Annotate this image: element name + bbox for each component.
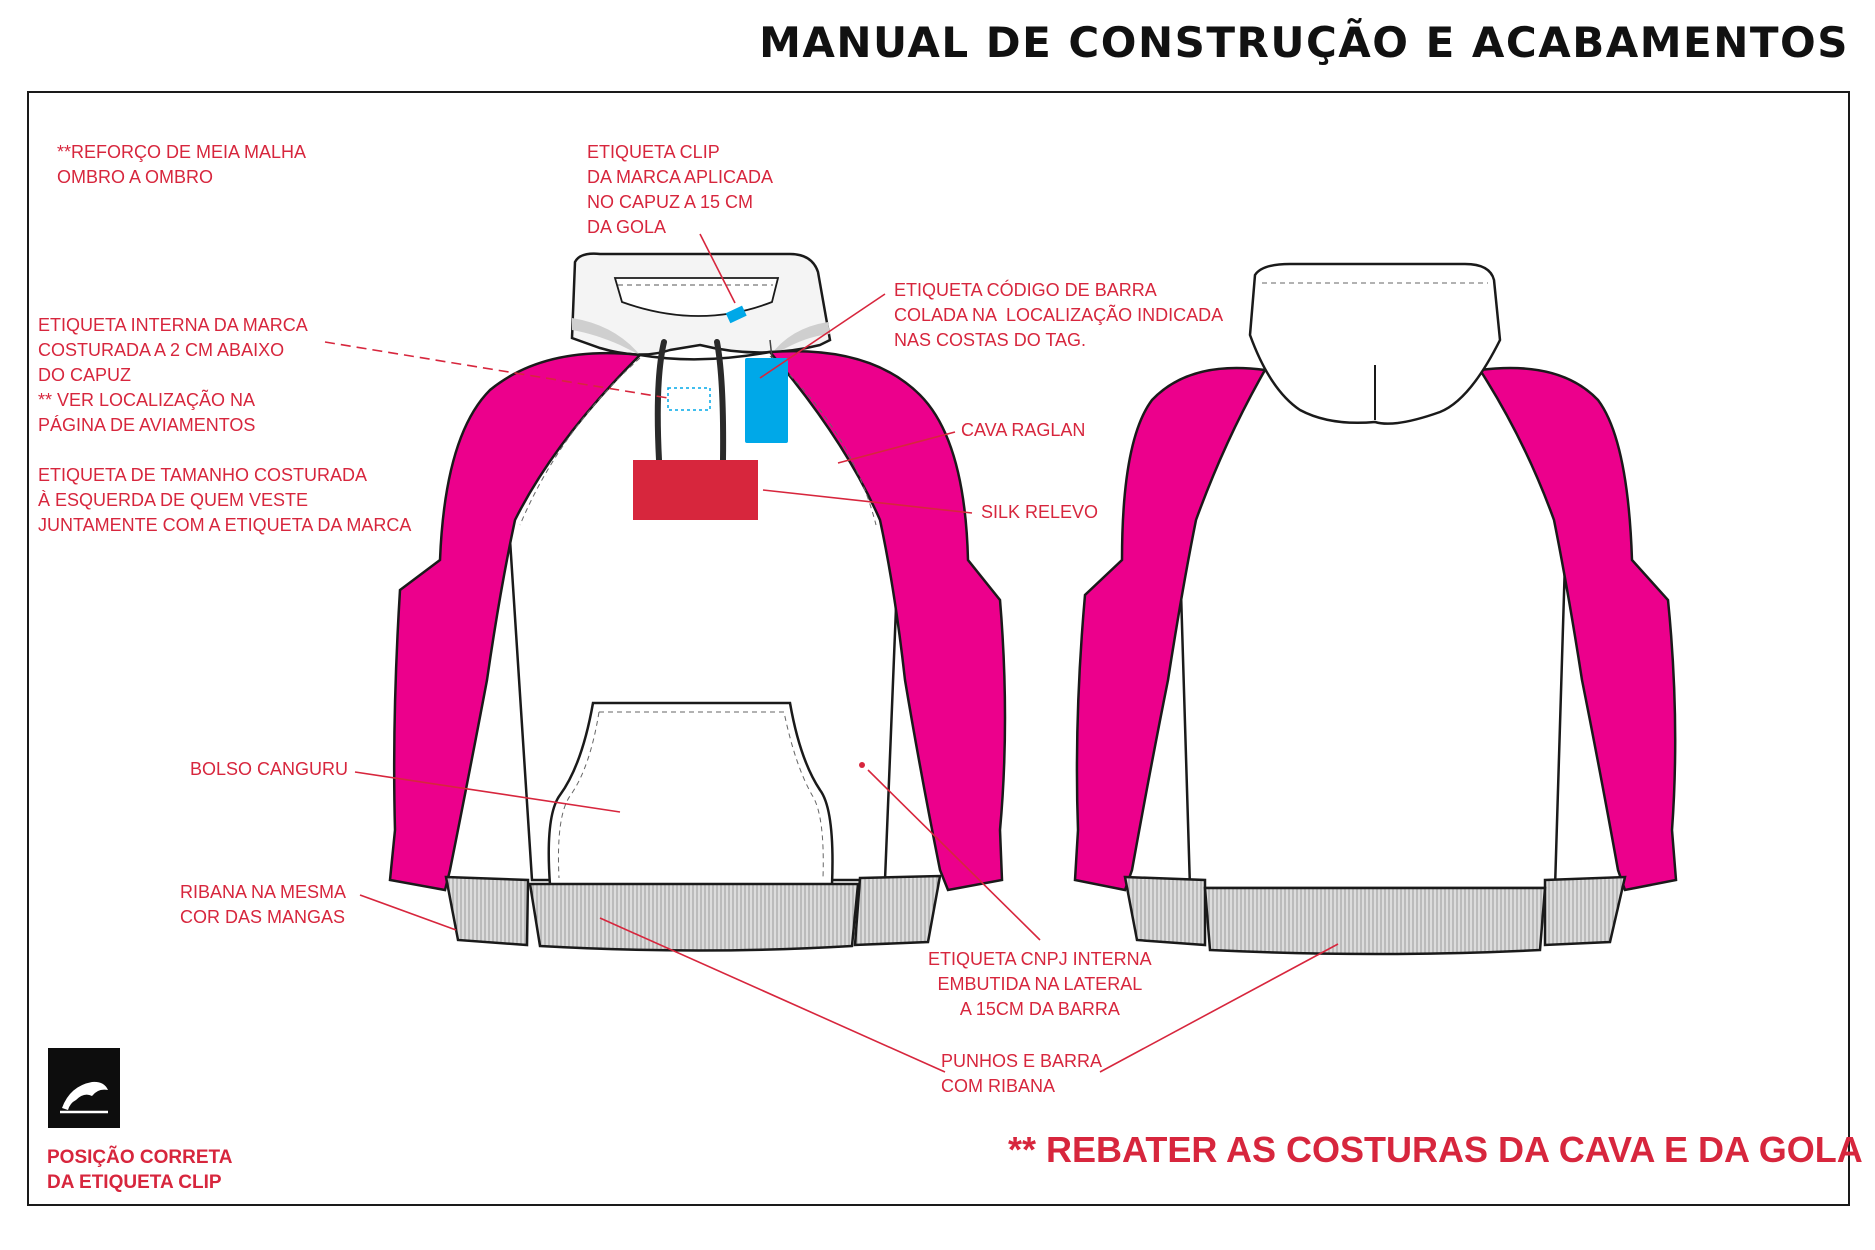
back-hood (1248, 262, 1502, 425)
clip-position-caption: POSIÇÃO CORRETA DA ETIQUETA CLIP (47, 1147, 233, 1193)
note-reinforcement: **REFORÇO DE MEIA MALHA OMBRO A OMBRO (57, 142, 307, 187)
back-left-cuff (1123, 875, 1207, 947)
back-left-sleeve (1073, 366, 1268, 892)
back-hem-band (1203, 886, 1547, 956)
note-silk: SILK RELEVO (981, 502, 1099, 522)
diagram-frame (27, 91, 1850, 1206)
brand-logo-mark (60, 1081, 108, 1114)
note-raglan: CAVA RAGLAN (961, 420, 1086, 440)
back-body (1173, 368, 1572, 890)
note-size-label: ETIQUETA DE TAMANHO COSTURADA À ESQUERDA… (38, 465, 412, 535)
front-right-sleeve (767, 349, 1007, 892)
note-barcode-label: ETIQUETA CÓDIGO DE BARRA COLADA NA LOCAL… (894, 280, 1224, 350)
leader-lines (324, 233, 1339, 1073)
note-cnpj-label: ETIQUETA CNPJ INTERNA EMBUTIDA NA LATERA… (928, 949, 1152, 1019)
hoodie-back-view (1073, 262, 1678, 956)
cnpj-label-marker (859, 762, 865, 768)
note-pocket: BOLSO CANGURU (190, 759, 349, 779)
front-left-sleeve (388, 351, 643, 892)
front-hem-band (528, 882, 860, 952)
front-left-cuff (444, 875, 530, 947)
silk-print-block (633, 460, 758, 520)
note-clip-label: ETIQUETA CLIP DA MARCA APLICADA NO CAPUZ… (587, 142, 774, 237)
front-right-cuff (853, 874, 942, 947)
note-internal-label: ETIQUETA INTERNA DA MARCA COSTURADA A 2 … (38, 315, 308, 435)
note-cuffs: PUNHOS E BARRA COM RIBANA (941, 1051, 1103, 1096)
note-rib: RIBANA NA MESMA COR DAS MANGAS (180, 882, 347, 927)
back-right-sleeve (1477, 366, 1678, 892)
page-title: MANUAL DE CONSTRUÇÃO E ACABAMENTOS (759, 18, 1849, 67)
stitch-instruction: ** REBATER AS COSTURAS DA CAVA E DA GOLA (1008, 1129, 1863, 1170)
internal-brand-label (667, 387, 711, 411)
barcode-tag (745, 358, 788, 443)
back-right-cuff (1543, 875, 1627, 947)
kangaroo-pocket (547, 701, 834, 887)
clip-label (725, 305, 747, 324)
hoodie-front-view (388, 252, 1007, 952)
